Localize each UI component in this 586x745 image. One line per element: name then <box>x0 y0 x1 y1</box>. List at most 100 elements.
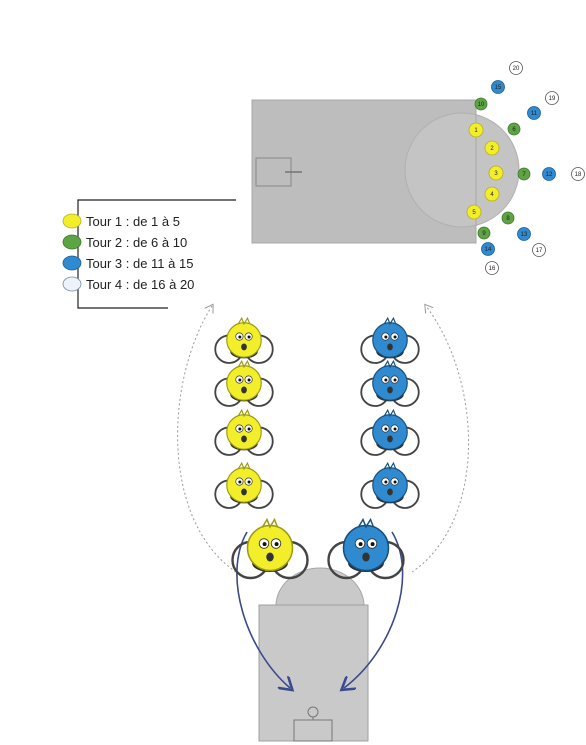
player-pupil-right <box>247 427 251 431</box>
legend-item-3: Tour 3 : de 11 à 15 <box>62 255 193 271</box>
player-pupil-right <box>393 480 397 484</box>
position-number: 19 <box>549 96 556 102</box>
position-number: 8 <box>506 216 510 222</box>
position-marker: 4 <box>484 186 500 202</box>
player-head <box>226 365 262 401</box>
player-pupil-left <box>262 542 267 547</box>
position-number: 9 <box>482 231 486 237</box>
yellow-player-3 <box>214 408 274 456</box>
position-dot <box>532 243 546 257</box>
blue-player-3 <box>360 408 420 456</box>
position-number: 10 <box>478 102 485 108</box>
position-number: 11 <box>531 111 538 117</box>
bottom-court <box>258 567 369 742</box>
blue-player-5 <box>327 517 405 580</box>
player-head <box>372 414 408 450</box>
player-head <box>226 322 262 358</box>
return-arrow-right <box>411 306 470 573</box>
legend-item-2: Tour 2 : de 6 à 10 <box>62 234 187 250</box>
player-pupil-right <box>274 542 279 547</box>
position-marker: 10 <box>474 97 488 111</box>
position-marker: 7 <box>517 167 531 181</box>
yellow-player-5 <box>231 517 309 580</box>
position-number: 20 <box>513 66 520 72</box>
player-mouth <box>387 488 393 496</box>
player-pupil-right <box>370 542 375 547</box>
player-hair <box>383 316 397 326</box>
position-marker: 2 <box>484 140 500 156</box>
player-head <box>372 467 408 503</box>
player-pupil-left <box>384 480 388 484</box>
player-pupil-right <box>393 335 397 339</box>
position-marker: 3 <box>488 165 504 181</box>
position-marker: 19 <box>545 91 559 105</box>
position-dot <box>488 165 504 181</box>
position-number: 15 <box>495 85 502 91</box>
position-marker: 16 <box>485 261 499 275</box>
position-dot <box>517 227 531 241</box>
position-dot <box>484 140 500 156</box>
position-marker: 20 <box>509 61 523 75</box>
player-mouth <box>362 552 370 562</box>
position-marker: 11 <box>527 106 541 120</box>
legend-swatch-3 <box>62 255 82 271</box>
player-pupil-right <box>393 378 397 382</box>
player-hair <box>237 316 251 326</box>
position-number: 13 <box>521 232 528 238</box>
position-number: 7 <box>522 172 526 178</box>
position-dot <box>485 261 499 275</box>
position-dot <box>507 122 521 136</box>
player-hair <box>383 461 397 471</box>
top-court-border <box>251 99 477 244</box>
blue-player-1 <box>360 316 420 364</box>
position-number: 1 <box>474 128 478 134</box>
player-head <box>226 467 262 503</box>
player-pupil-left <box>384 378 388 382</box>
top-court <box>251 99 520 244</box>
position-marker: 5 <box>466 204 482 220</box>
player-mouth <box>241 488 247 496</box>
position-dot <box>509 61 523 75</box>
position-marker: 14 <box>481 242 495 256</box>
yellow-player-4 <box>214 461 274 509</box>
legend-swatch-1 <box>62 213 82 229</box>
player-head <box>372 365 408 401</box>
position-number: 6 <box>512 127 516 133</box>
position-dot <box>474 97 488 111</box>
player-mouth <box>266 552 274 562</box>
player-head <box>226 414 262 450</box>
player-mouth <box>387 343 393 351</box>
position-marker: 18 <box>571 167 585 181</box>
position-dot <box>545 91 559 105</box>
position-number: 12 <box>546 172 553 178</box>
position-marker: 9 <box>477 226 491 240</box>
player-pupil-left <box>238 378 242 382</box>
position-marker: 15 <box>491 80 505 94</box>
player-hair <box>357 517 375 529</box>
legend-bracket <box>77 199 236 309</box>
dribble-arrow-left <box>236 531 290 688</box>
position-number: 2 <box>490 146 494 152</box>
player-pupil-left <box>384 427 388 431</box>
position-marker: 12 <box>542 167 556 181</box>
legend-label-3: Tour 3 : de 11 à 15 <box>86 256 193 271</box>
player-head <box>342 524 390 572</box>
player-hair <box>237 461 251 471</box>
legend-swatch-4 <box>62 276 82 292</box>
player-pupil-left <box>238 335 242 339</box>
position-dot <box>477 226 491 240</box>
yellow-player-1 <box>214 316 274 364</box>
player-pupil-right <box>393 427 397 431</box>
player-pupil-left <box>238 427 242 431</box>
yellow-player-2 <box>214 359 274 407</box>
players <box>214 316 420 580</box>
player-pupil-right <box>247 480 251 484</box>
player-pupil-left <box>238 480 242 484</box>
position-number: 3 <box>494 171 498 177</box>
legend-swatch-2 <box>62 234 82 250</box>
player-mouth <box>387 435 393 443</box>
position-marker: 17 <box>532 243 546 257</box>
position-number: 14 <box>485 247 492 253</box>
